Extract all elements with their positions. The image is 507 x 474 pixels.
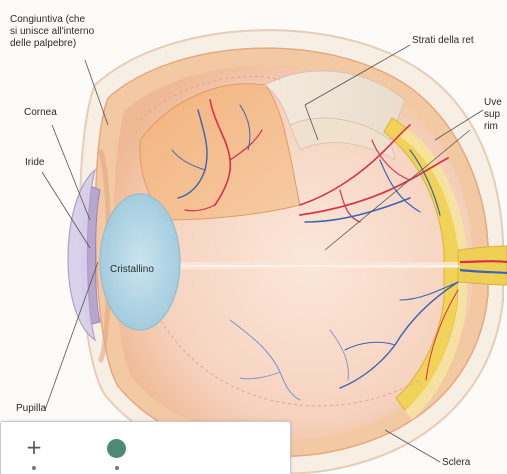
label-pupilla: Pupilla <box>16 403 46 415</box>
label-strati-retina: Strati della ret <box>412 35 507 47</box>
annotation-toolbox: + <box>0 421 291 474</box>
label-cornea: Cornea <box>24 107 57 119</box>
color-dot-indicator <box>115 466 119 470</box>
optic-nerve <box>458 246 507 285</box>
lens-shape <box>100 194 180 330</box>
label-iride: Iride <box>25 157 44 169</box>
color-dot-button[interactable] <box>107 439 126 458</box>
label-uvea: Uve sup rim <box>484 97 507 133</box>
label-congiuntiva: Congiuntiva (che si unisce all'interno d… <box>10 14 150 50</box>
label-sclera: Sclera <box>442 457 470 469</box>
add-marker-button[interactable]: + <box>24 437 44 457</box>
add-marker-indicator <box>32 466 36 470</box>
label-cristallino: Cristallino <box>110 264 154 276</box>
